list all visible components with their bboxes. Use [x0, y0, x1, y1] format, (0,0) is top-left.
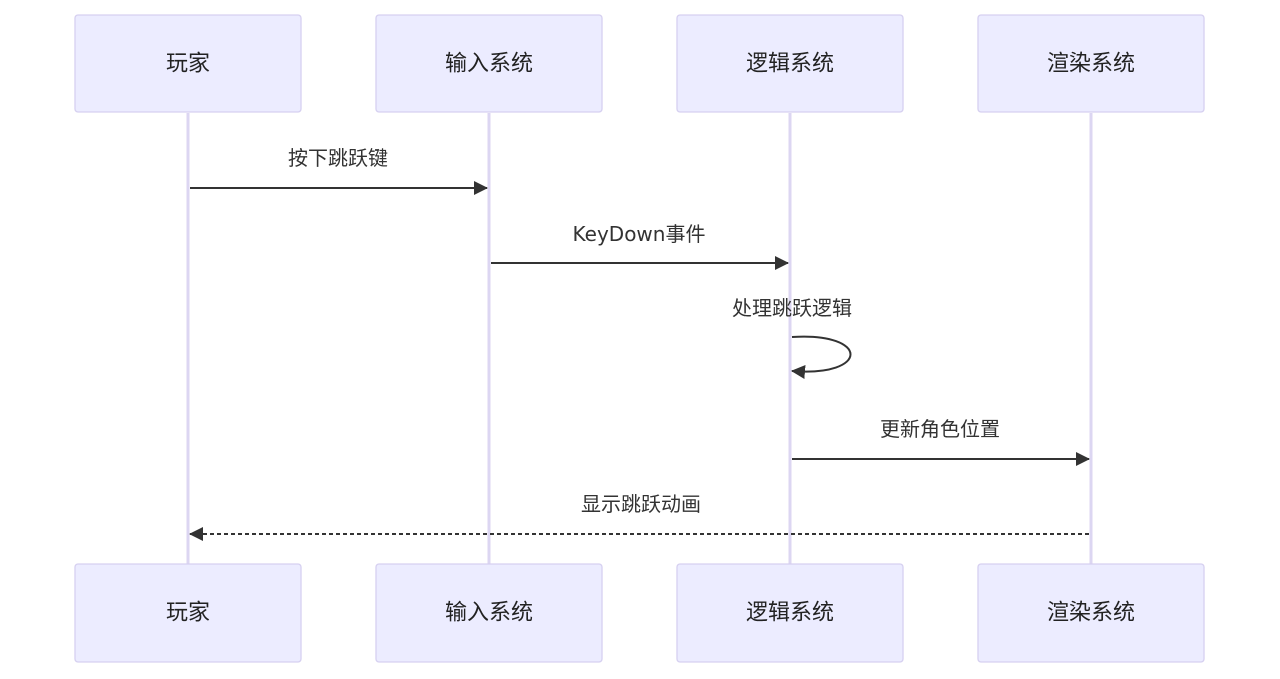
message-update-position: 更新角色位置 [792, 417, 1090, 466]
lifelines [186, 113, 1093, 564]
message-label: 处理跳跃逻辑 [732, 296, 852, 320]
actor-render-bottom: 渲染系统 [977, 563, 1205, 663]
messages: 按下跳跃键 KeyDown事件 处理跳跃逻辑 更新角色位置 显示跳跃动画 [189, 146, 1090, 541]
message-label: 更新角色位置 [880, 417, 1000, 441]
actor-label: 输入系统 [445, 601, 533, 626]
actor-render-top: 渲染系统 [977, 14, 1205, 113]
actor-input-top: 输入系统 [375, 14, 603, 113]
actor-player-top: 玩家 [74, 14, 302, 113]
actor-label: 玩家 [166, 601, 210, 626]
actor-logic-top: 逻辑系统 [676, 14, 904, 113]
actor-label: 渲染系统 [1047, 601, 1135, 626]
actor-label: 玩家 [166, 52, 210, 77]
self-loop-arrow [791, 335, 852, 379]
message-press-jump: 按下跳跃键 [190, 146, 488, 195]
message-label: KeyDown事件 [573, 222, 706, 246]
actor-logic-bottom: 逻辑系统 [676, 563, 904, 663]
actor-player-bottom: 玩家 [74, 563, 302, 663]
message-label: 按下跳跃键 [288, 146, 388, 170]
message-label: 显示跳跃动画 [581, 492, 701, 516]
actor-label: 逻辑系统 [746, 52, 834, 77]
message-keydown-event: KeyDown事件 [491, 222, 789, 270]
message-process-jump-logic: 处理跳跃逻辑 [732, 296, 852, 379]
actors-bottom: 玩家 输入系统 逻辑系统 渲染系统 [74, 563, 1205, 663]
message-show-jump-animation: 显示跳跃动画 [189, 492, 1089, 541]
actor-input-bottom: 输入系统 [375, 563, 603, 663]
actor-label: 逻辑系统 [746, 601, 834, 626]
actor-label: 渲染系统 [1047, 52, 1135, 77]
actor-label: 输入系统 [445, 52, 533, 77]
actors-top: 玩家 输入系统 逻辑系统 渲染系统 [74, 14, 1205, 113]
